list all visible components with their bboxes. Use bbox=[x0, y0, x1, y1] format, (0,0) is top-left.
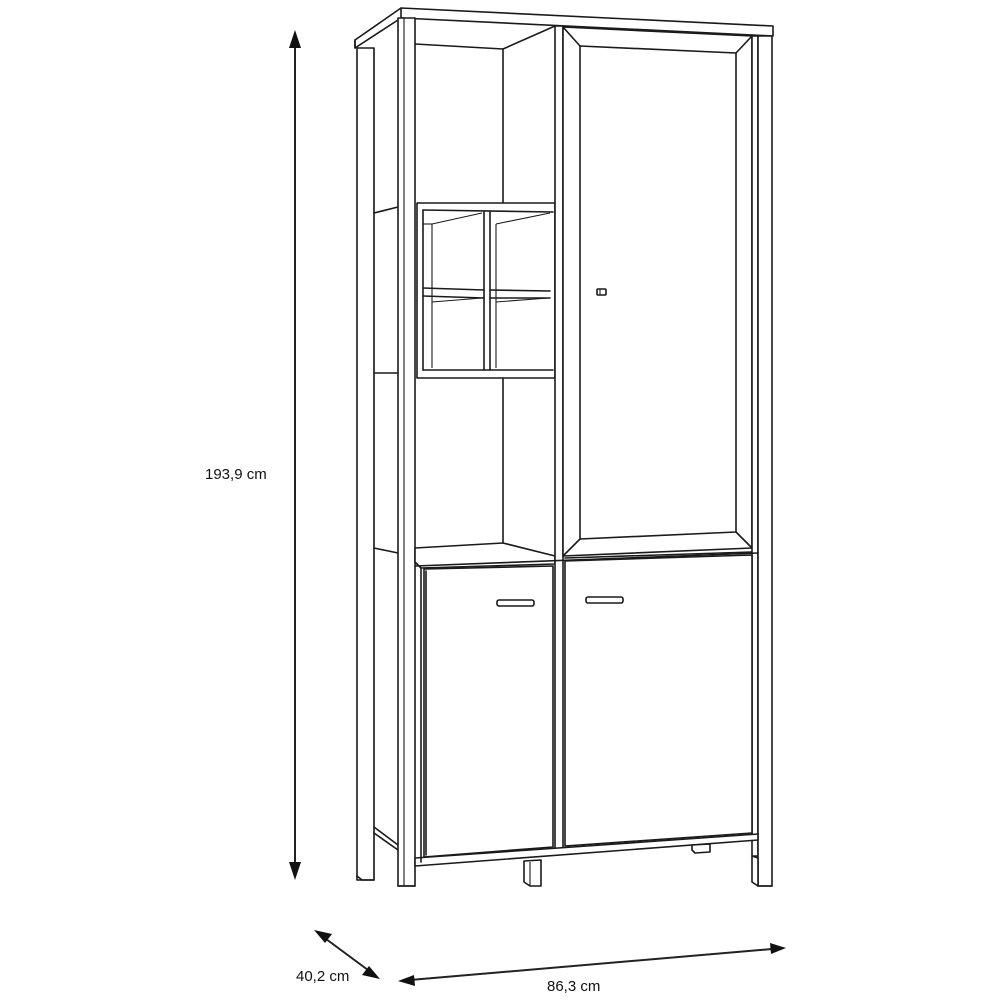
center-post bbox=[554, 25, 564, 855]
glass-door bbox=[562, 26, 753, 557]
right-inner-post bbox=[751, 35, 759, 857]
height-dimension-arrow bbox=[289, 30, 301, 880]
left-front-post bbox=[397, 17, 416, 887]
center-rear-leg bbox=[691, 843, 711, 854]
right-front-post bbox=[757, 35, 773, 887]
top-panel bbox=[354, 7, 774, 49]
height-label: 193,9 cm bbox=[205, 466, 267, 483]
bottom-rail bbox=[414, 833, 759, 867]
lower-left-door-handle-icon[interactable] bbox=[496, 599, 535, 607]
lower-left-door[interactable] bbox=[423, 565, 554, 858]
depth-label: 40,2 cm bbox=[296, 968, 350, 985]
width-label: 86,3 cm bbox=[547, 978, 601, 995]
cubby-grid bbox=[416, 202, 556, 379]
depth-dimension-arrow bbox=[314, 930, 380, 979]
lower-right-door-handle-icon[interactable] bbox=[585, 596, 624, 604]
width-dimension-arrow bbox=[398, 943, 786, 986]
center-front-leg bbox=[523, 859, 542, 887]
glass-door-knob-icon[interactable] bbox=[596, 288, 607, 296]
left-rear-post bbox=[356, 47, 375, 881]
lower-right-door[interactable] bbox=[564, 551, 753, 847]
